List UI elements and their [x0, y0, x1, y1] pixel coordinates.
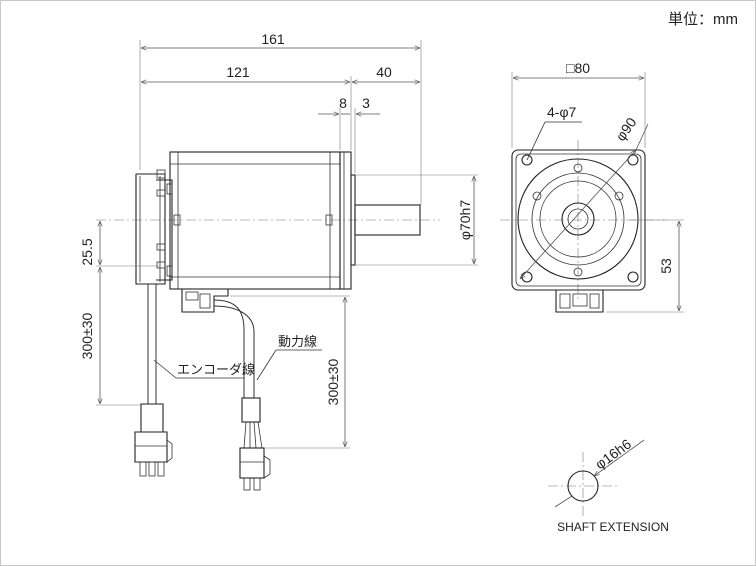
dim-4-phi7: 4-φ7 — [547, 104, 577, 120]
motor-flange — [339, 151, 352, 290]
power-terminal-box — [181, 289, 229, 313]
dim-161: 161 — [261, 31, 285, 47]
encoder-cable — [147, 284, 157, 404]
dim-phi70h7: φ70h7 — [457, 200, 473, 240]
bolt-hole-br — [627, 271, 639, 283]
dim-phi90: φ90 — [612, 114, 639, 144]
power-cable-label: 動力線 — [278, 334, 317, 349]
encoder-cover — [135, 173, 166, 285]
front-terminal-box — [555, 290, 604, 313]
dim-square-80: □80 — [566, 60, 590, 76]
front-view: φ90 □80 4-φ7 53 — [500, 60, 684, 313]
power-connector — [239, 447, 265, 479]
bolt-hole-bl — [521, 271, 533, 283]
dim-encoder-lead: 300±30 — [79, 312, 95, 359]
shaft-extension-label: SHAFT EXTENSION — [557, 520, 669, 534]
unit-label: 単位：mm — [668, 11, 738, 28]
bolt-hole-tr — [627, 154, 639, 166]
dim-8: 8 — [339, 95, 347, 111]
dim-3: 3 — [362, 95, 370, 111]
shaft-extension-circle — [567, 470, 599, 502]
encoder-connector — [134, 431, 168, 463]
dim-53: 53 — [658, 258, 674, 274]
dim-121: 121 — [226, 64, 250, 80]
dim-25-5: 25.5 — [79, 238, 95, 265]
motor-body — [169, 151, 341, 290]
dim-power-lead: 300±30 — [325, 358, 341, 405]
side-view: 161 121 40 8 3 φ70h7 25.5 300±30 300±30 — [79, 31, 478, 491]
encoder-cable-label: エンコーダ線 — [177, 362, 255, 377]
dim-phi16h6: φ16h6 — [592, 436, 634, 473]
dim-40: 40 — [376, 64, 392, 80]
power-cable — [213, 299, 255, 398]
motor-shaft — [354, 204, 421, 236]
shaft-extension-view: φ16h6 SHAFT EXTENSION — [548, 436, 669, 534]
